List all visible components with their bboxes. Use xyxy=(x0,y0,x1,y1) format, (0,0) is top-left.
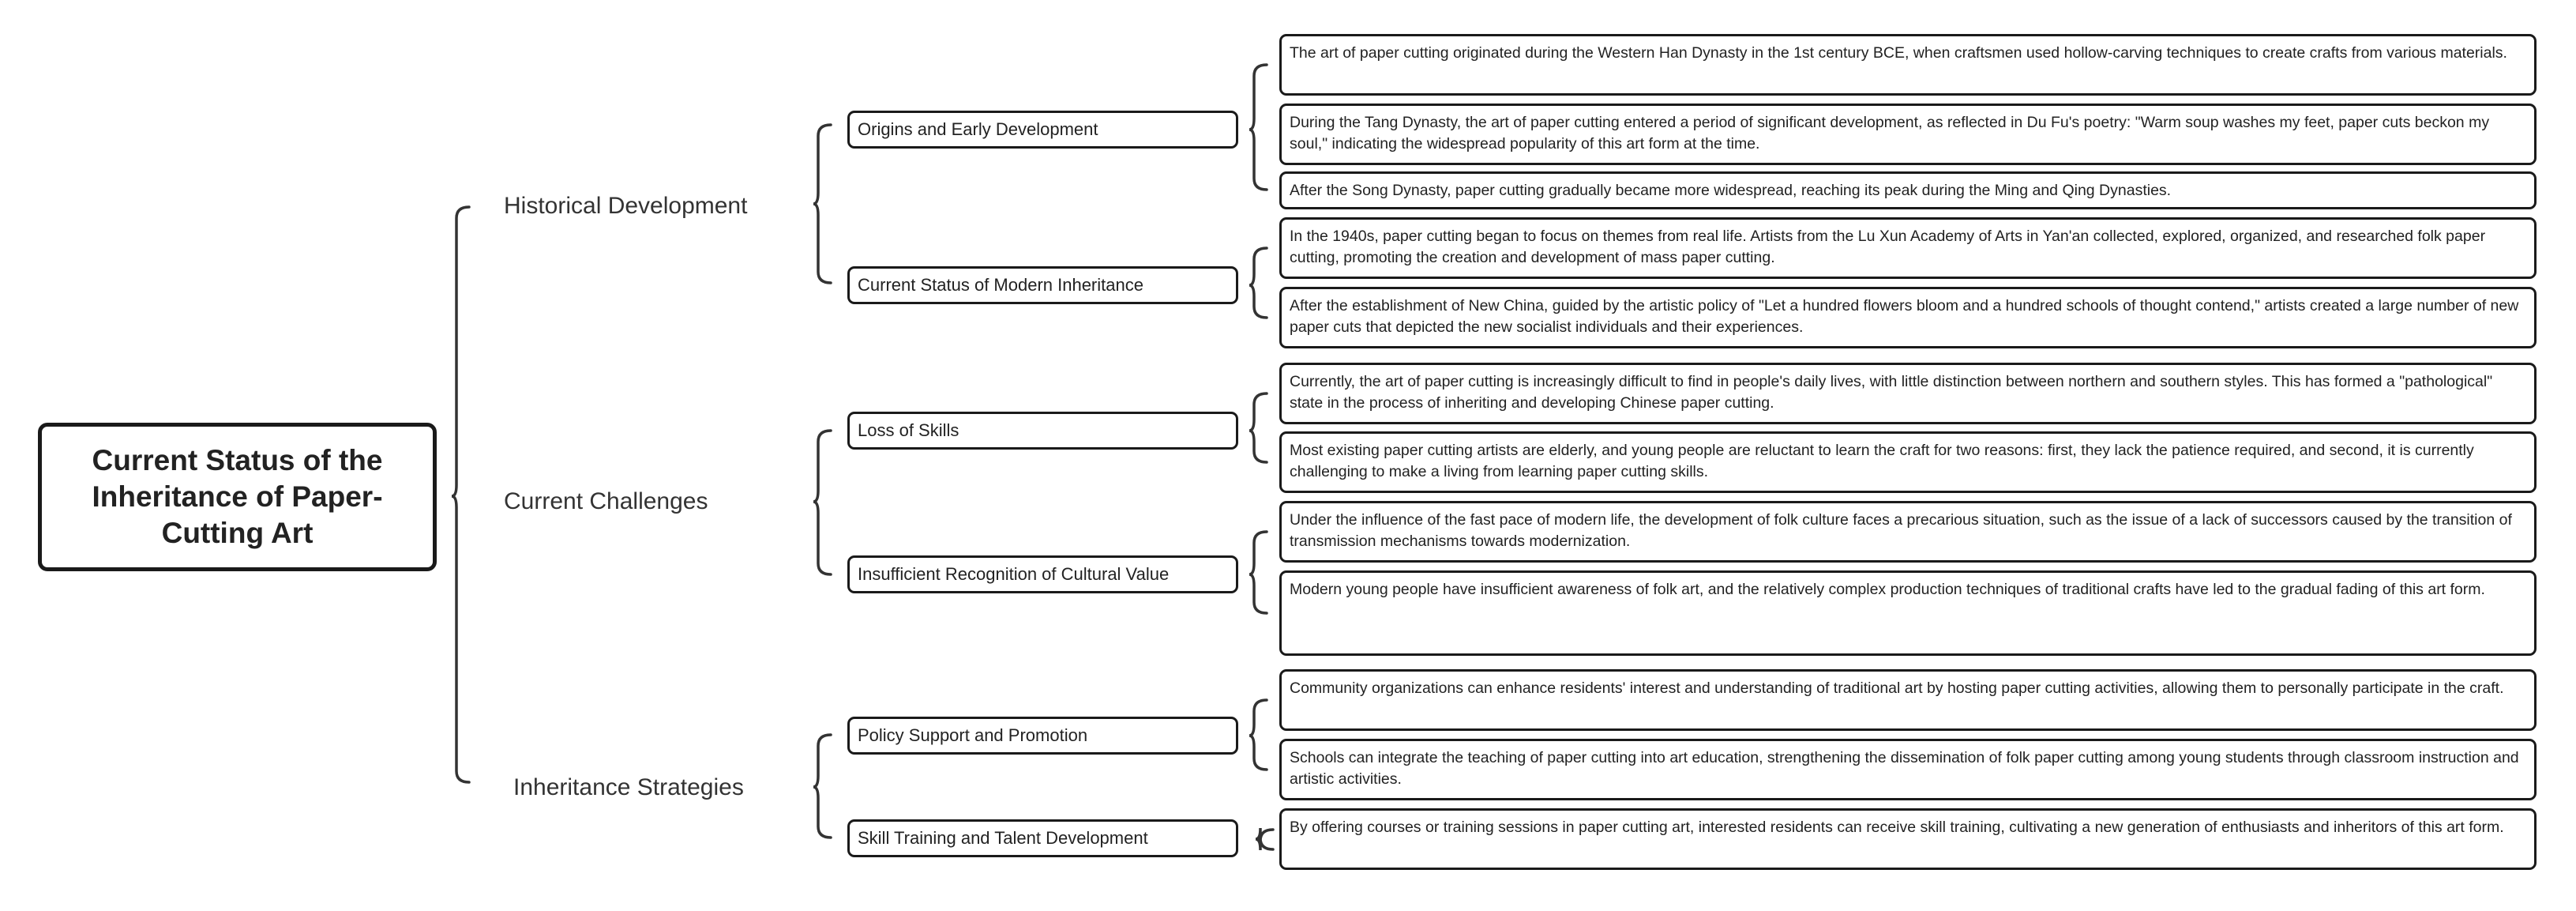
subtopic-cultural-value[interactable]: Insufficient Recognition of Cultural Val… xyxy=(847,555,1238,593)
leaf-text: Schools can integrate the teaching of pa… xyxy=(1290,749,2519,788)
subtopic-skill-training[interactable]: Skill Training and Talent Development xyxy=(847,819,1238,857)
leaf-text: Community organizations can enhance resi… xyxy=(1290,679,2504,697)
leaf-note[interactable]: Schools can integrate the teaching of pa… xyxy=(1279,739,2537,800)
leaf-note[interactable]: After the Song Dynasty, paper cutting gr… xyxy=(1279,171,2537,209)
branch-inheritance-strategies[interactable]: Inheritance Strategies xyxy=(513,768,805,807)
leaf-text: Currently, the art of paper cutting is i… xyxy=(1290,373,2493,412)
leaf-note[interactable]: After the establishment of New China, gu… xyxy=(1279,287,2537,348)
leaf-note[interactable]: In the 1940s, paper cutting began to foc… xyxy=(1279,217,2537,279)
leaf-text: After the Song Dynasty, paper cutting gr… xyxy=(1290,182,2172,199)
leaf-note[interactable]: Most existing paper cutting artists are … xyxy=(1279,431,2537,493)
branch-historical-development[interactable]: Historical Development xyxy=(504,186,796,226)
brace-root xyxy=(451,205,471,784)
subtopic-origins[interactable]: Origins and Early Development xyxy=(847,111,1238,149)
brace-recognition xyxy=(1249,530,1268,615)
leaf-note[interactable]: Community organizations can enhance resi… xyxy=(1279,669,2537,731)
root-title: Current Status of the Inheritance of Pap… xyxy=(92,444,383,549)
subtopic-label: Skill Training and Talent Development xyxy=(858,828,1148,848)
leaf-note[interactable]: Currently, the art of paper cutting is i… xyxy=(1279,363,2537,424)
subtopic-modern-inheritance[interactable]: Current Status of Modern Inheritance xyxy=(847,266,1238,304)
subtopic-label: Insufficient Recognition of Cultural Val… xyxy=(858,564,1170,584)
leaf-text: Most existing paper cutting artists are … xyxy=(1290,442,2474,480)
branch-label: Historical Development xyxy=(504,193,748,219)
brace-challenges xyxy=(813,429,832,576)
brace-training xyxy=(1255,827,1275,851)
leaf-text: After the establishment of New China, gu… xyxy=(1290,297,2519,336)
leaf-text: Modern young people have insufficient aw… xyxy=(1290,581,2485,598)
leaf-text: Under the influence of the fast pace of … xyxy=(1290,511,2512,550)
brace-origins xyxy=(1249,63,1268,191)
subtopic-label: Loss of Skills xyxy=(858,420,959,440)
leaf-text: The art of paper cutting originated duri… xyxy=(1290,44,2507,62)
branch-label: Inheritance Strategies xyxy=(513,774,744,800)
brace-strategies xyxy=(813,733,832,839)
branch-current-challenges[interactable]: Current Challenges xyxy=(504,482,796,521)
subtopic-policy-support[interactable]: Policy Support and Promotion xyxy=(847,717,1238,755)
branch-label: Current Challenges xyxy=(504,488,708,514)
leaf-note[interactable]: During the Tang Dynasty, the art of pape… xyxy=(1279,104,2537,165)
subtopic-label: Current Status of Modern Inheritance xyxy=(858,275,1143,295)
brace-loss xyxy=(1249,392,1268,464)
leaf-note[interactable]: The art of paper cutting originated duri… xyxy=(1279,34,2537,96)
subtopic-loss-of-skills[interactable]: Loss of Skills xyxy=(847,412,1238,450)
subtopic-label: Origins and Early Development xyxy=(858,119,1098,139)
leaf-text: During the Tang Dynasty, the art of pape… xyxy=(1290,114,2490,152)
root-topic[interactable]: Current Status of the Inheritance of Pap… xyxy=(38,423,437,571)
subtopic-label: Policy Support and Promotion xyxy=(858,725,1088,745)
leaf-note[interactable]: Under the influence of the fast pace of … xyxy=(1279,501,2537,563)
brace-policy xyxy=(1249,698,1268,771)
leaf-note[interactable]: Modern young people have insufficient aw… xyxy=(1279,570,2537,656)
leaf-text: In the 1940s, paper cutting began to foc… xyxy=(1290,228,2486,266)
leaf-note[interactable]: By offering courses or training sessions… xyxy=(1279,808,2537,870)
leaf-text: By offering courses or training sessions… xyxy=(1290,819,2504,836)
brace-historical xyxy=(813,123,832,284)
brace-modern xyxy=(1249,247,1268,319)
